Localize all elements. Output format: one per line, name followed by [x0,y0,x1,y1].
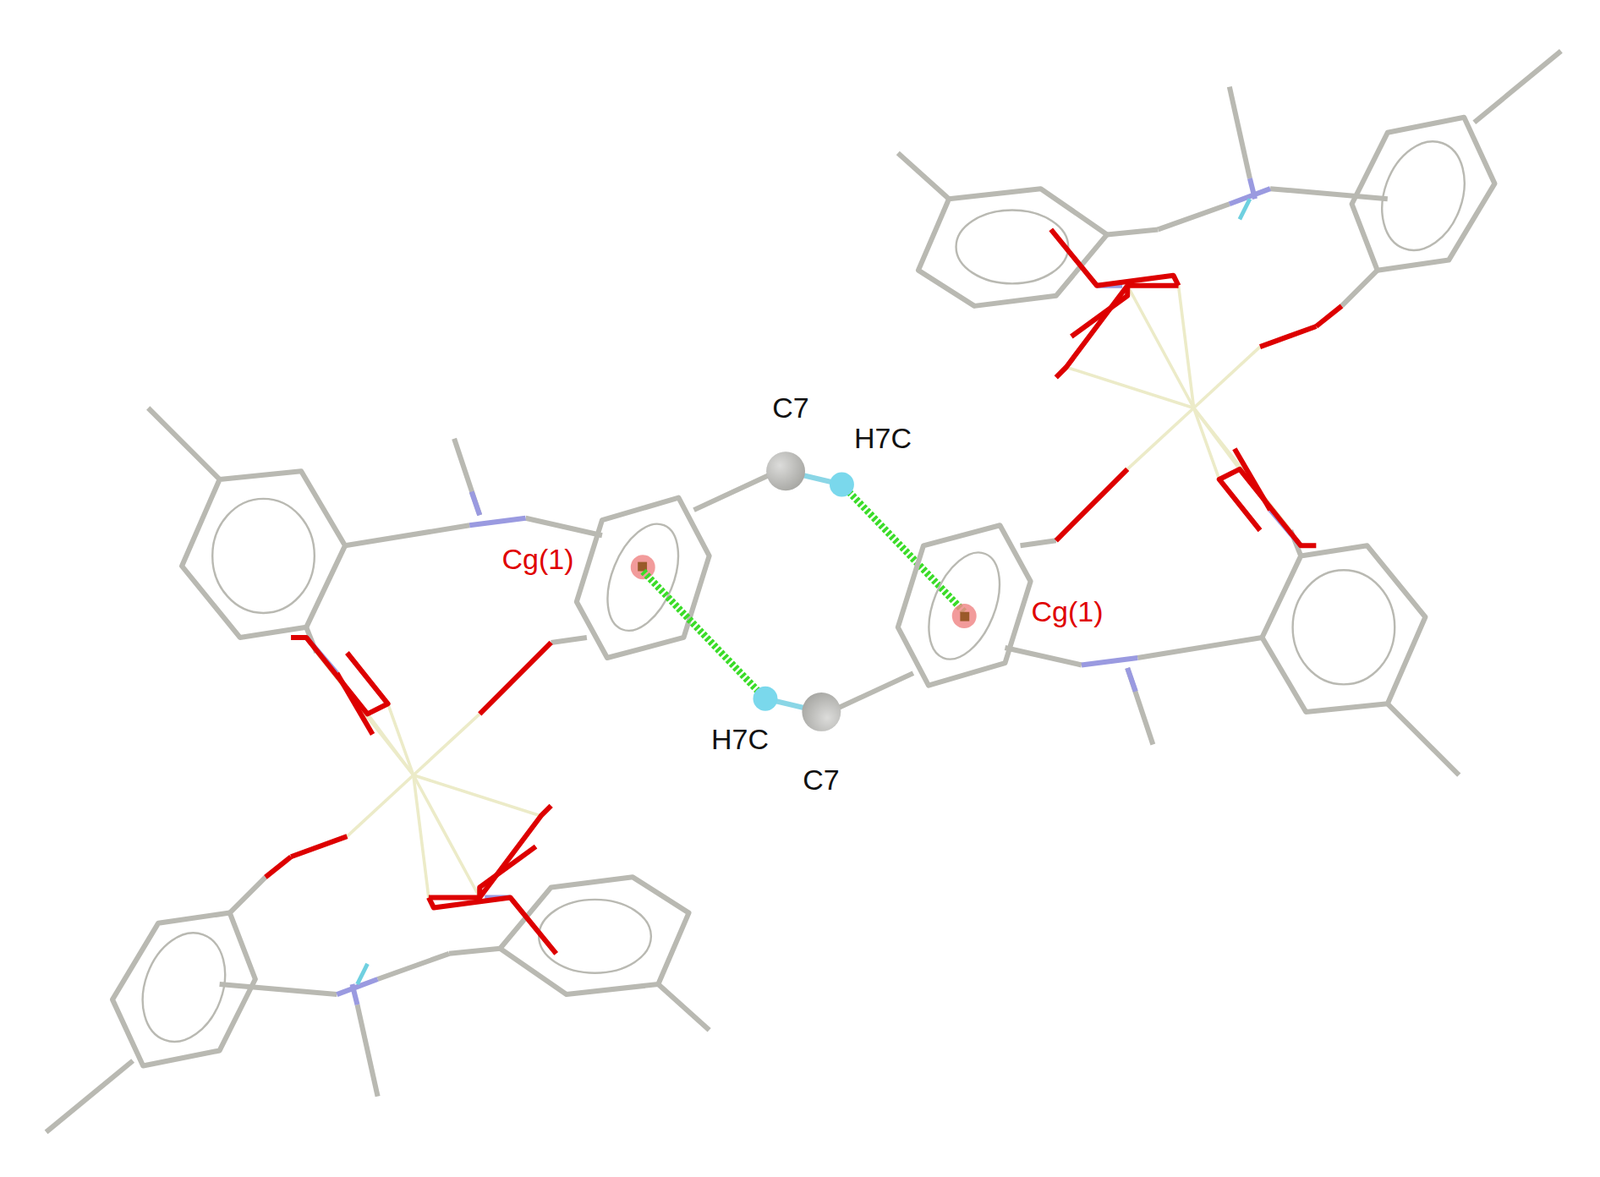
atom-label: C7 [772,392,809,424]
atom-label: H7C [854,422,912,455]
centroid-label: Cg(1) [1030,596,1103,628]
atom-label: C7 [802,764,839,796]
centroid-label: Cg(1) [501,543,574,576]
atom-label: H7C [711,723,769,756]
